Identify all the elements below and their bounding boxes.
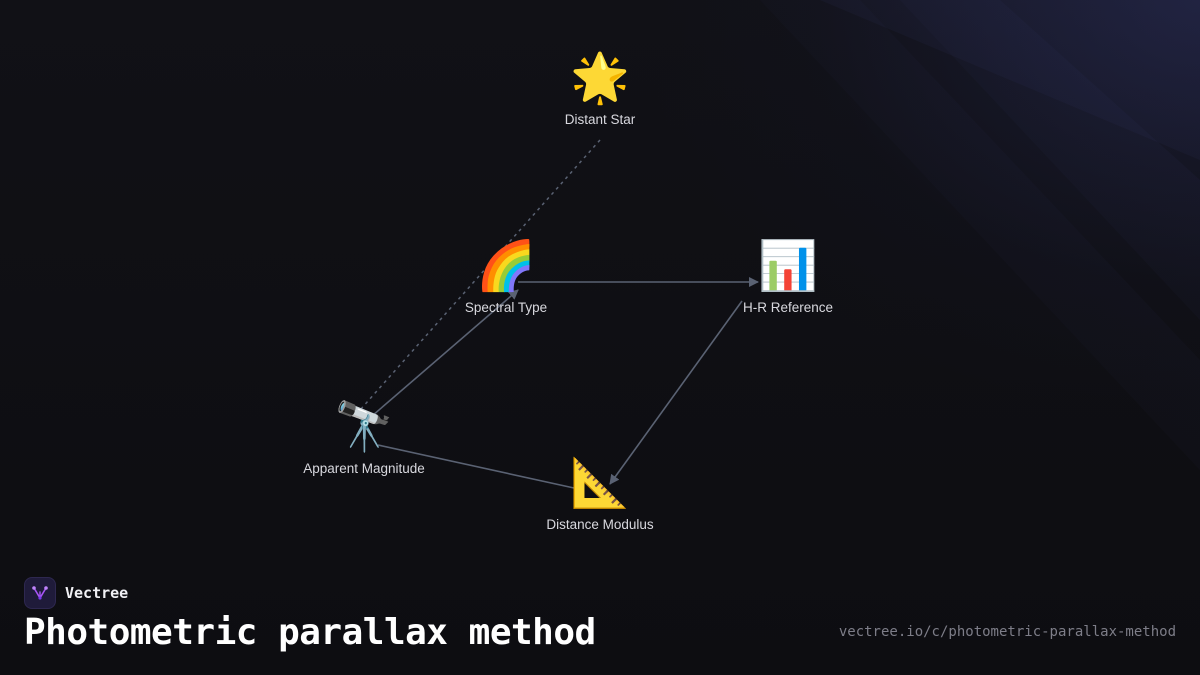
bar-chart-icon: 📊 xyxy=(758,238,818,294)
edge-distant-star-to-apparent-magnitude xyxy=(359,139,601,411)
page-title: Photometric parallax method xyxy=(24,612,596,653)
rainbow-icon: 🌈 xyxy=(476,238,536,294)
node-apparent-magnitude[interactable]: 🔭 Apparent Magnitude xyxy=(303,399,425,476)
triangular-ruler-icon: 📐 xyxy=(570,455,630,511)
edge-apparent-magnitude-to-distance-modulus xyxy=(377,444,575,489)
node-distance-modulus[interactable]: 📐 Distance Modulus xyxy=(546,455,653,532)
node-label: H-R Reference xyxy=(742,300,834,315)
glowing-star-icon: 🌟 xyxy=(570,50,630,106)
node-distant-star[interactable]: 🌟 Distant Star xyxy=(565,50,636,127)
brand[interactable]: Vectree xyxy=(24,577,128,609)
edge-apparent-magnitude-to-spectral-type xyxy=(371,289,519,417)
edge-hr-reference-to-distance-modulus xyxy=(609,300,743,485)
brand-name: Vectree xyxy=(65,584,129,602)
node-hr-reference[interactable]: 📊 H-R Reference xyxy=(743,238,833,315)
node-spectral-type[interactable]: 🌈 Spectral Type xyxy=(465,238,547,315)
node-label: Distance Modulus xyxy=(546,517,654,532)
vectree-logo-icon xyxy=(24,577,56,609)
node-label: Spectral Type xyxy=(464,300,548,315)
page-url[interactable]: vectree.io/c/photometric-parallax-method xyxy=(838,624,1176,640)
telescope-icon: 🔭 xyxy=(334,399,394,455)
node-label: Distant Star xyxy=(564,112,636,127)
node-label: Apparent Magnitude xyxy=(303,461,425,476)
